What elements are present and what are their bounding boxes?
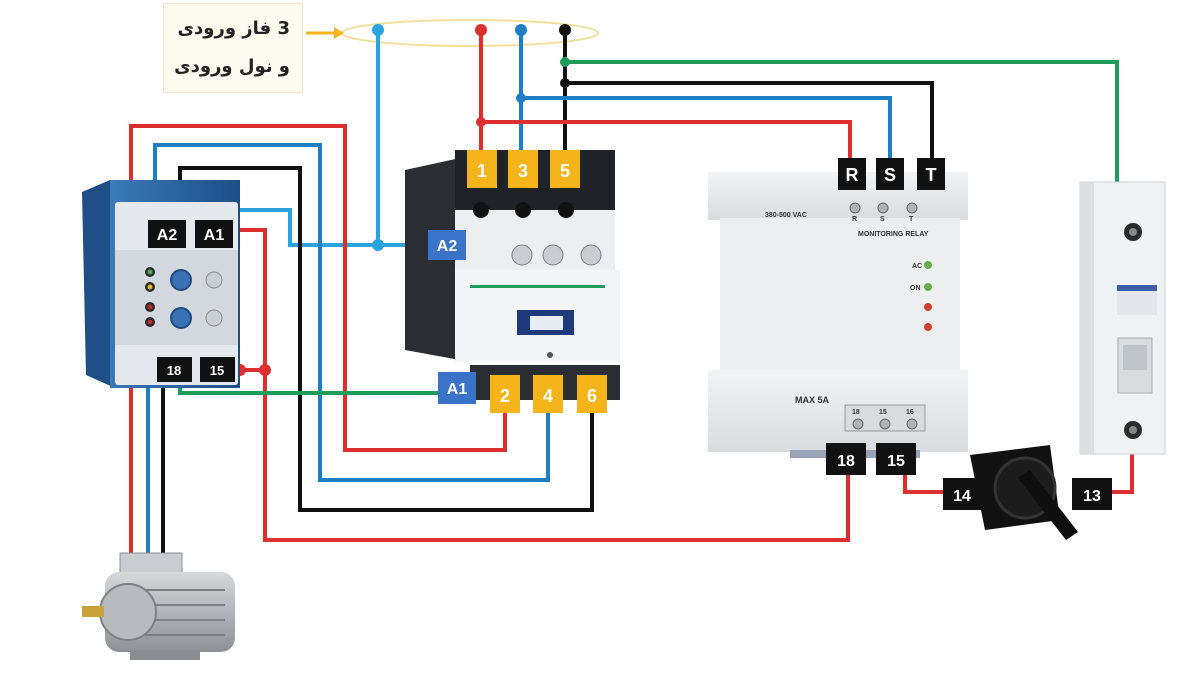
monitoring-max-current: MAX 5A	[795, 395, 830, 405]
relay-a2-terminal[interactable]	[148, 220, 186, 248]
contactor-terminal-3-label: 3	[518, 161, 528, 181]
supply-note: 3 فاز ورودی و نول ورودی	[163, 3, 303, 93]
junction-dot	[560, 78, 570, 88]
contactor-terminal-6-label: 6	[587, 386, 597, 406]
switch-14-terminal[interactable]	[943, 478, 981, 510]
contactor-terminal-4-label: 4	[543, 386, 553, 406]
junction-dot	[372, 24, 384, 36]
wire-red-out	[129, 124, 507, 452]
contactor-coil-a2-label: A2	[437, 238, 458, 255]
contactor-terminal-1[interactable]	[467, 150, 497, 188]
relay-15-label: 15	[210, 363, 224, 378]
junction-dot	[476, 117, 486, 127]
junction-dot	[560, 57, 570, 67]
monitoring-t-terminal[interactable]	[917, 158, 945, 190]
relay-18-terminal[interactable]	[157, 357, 192, 382]
junction-dot	[515, 24, 527, 36]
wire-red-13-breaker	[1112, 450, 1134, 494]
contactor-terminal-5-label: 5	[560, 161, 570, 181]
relay-a1-label: A1	[204, 227, 225, 244]
monitoring-relay-body	[708, 172, 968, 458]
motor	[82, 552, 235, 660]
monitoring-term-t: T	[909, 216, 914, 223]
monitoring-relay-name: MONITORING RELAY	[858, 231, 929, 238]
contactor-terminal-6[interactable]	[577, 375, 607, 413]
monitoring-led-on: ON	[910, 285, 921, 292]
monitoring-r-terminal[interactable]	[838, 158, 866, 190]
contactor-coil-a1-label: A1	[447, 381, 468, 398]
relay-18-label: 18	[167, 363, 181, 378]
monitoring-15-label: 15	[887, 453, 905, 470]
junction-dot	[559, 24, 571, 36]
contactor-coil-a1[interactable]	[438, 372, 476, 404]
wire-red-a1-control	[240, 228, 267, 372]
selector-switch[interactable]	[970, 445, 1078, 540]
relay-15-terminal[interactable]	[200, 357, 235, 382]
wire-red-15-14	[903, 475, 945, 494]
monitoring-18-terminal[interactable]	[826, 443, 866, 475]
wire-red-to-18	[263, 370, 850, 542]
contactor-terminal-4[interactable]	[533, 375, 563, 413]
monitoring-18-label: 18	[837, 453, 855, 470]
monitoring-s-label: S	[884, 165, 896, 185]
wire-green-to-breaker	[565, 60, 1119, 182]
wire-red-to-r	[481, 120, 852, 160]
contactor-terminal-2-label: 2	[500, 386, 510, 406]
junction-dot	[475, 24, 487, 36]
monitoring-15-terminal[interactable]	[876, 443, 916, 475]
phase-control-relay	[82, 180, 240, 388]
contactor-terminal-2[interactable]	[490, 375, 520, 413]
switch-13-label: 13	[1083, 488, 1101, 505]
monitoring-voltage-range: 380-500 VAC	[765, 212, 807, 219]
monitoring-pin-16: 16	[906, 409, 914, 416]
wire-blue-out	[153, 143, 550, 482]
contactor-terminal-1-label: 1	[477, 161, 487, 181]
junction-dot	[259, 364, 271, 376]
supply-note-line1: 3 فاز ورودی	[177, 18, 290, 39]
monitoring-term-s: S	[880, 216, 885, 223]
monitoring-t-label: T	[926, 165, 937, 185]
monitoring-pin-18: 18	[852, 409, 860, 416]
relay-a2-label: A2	[157, 227, 178, 244]
supply-note-line2: و نول ورودی	[174, 56, 290, 77]
contactor-coil-a2[interactable]	[428, 230, 466, 260]
junction-dot	[372, 239, 384, 251]
monitoring-r-label: R	[846, 165, 859, 185]
monitoring-term-r: R	[852, 216, 857, 223]
monitoring-pin-15: 15	[879, 409, 887, 416]
contactor-terminal-3[interactable]	[508, 150, 538, 188]
circuit-breaker[interactable]	[1079, 181, 1166, 455]
relay-a1-terminal[interactable]	[195, 220, 233, 248]
wire-blue-to-s	[521, 96, 892, 160]
switch-13-terminal[interactable]	[1072, 478, 1112, 510]
switch-14-label: 14	[953, 488, 971, 505]
junction-dot	[516, 93, 526, 103]
wire-black-out	[178, 166, 594, 512]
monitoring-led-ac: AC	[912, 263, 922, 270]
monitoring-s-terminal[interactable]	[876, 158, 904, 190]
contactor-terminal-5[interactable]	[550, 150, 580, 188]
supply-arrow-head	[334, 27, 344, 39]
wire-black-to-t	[565, 81, 934, 160]
